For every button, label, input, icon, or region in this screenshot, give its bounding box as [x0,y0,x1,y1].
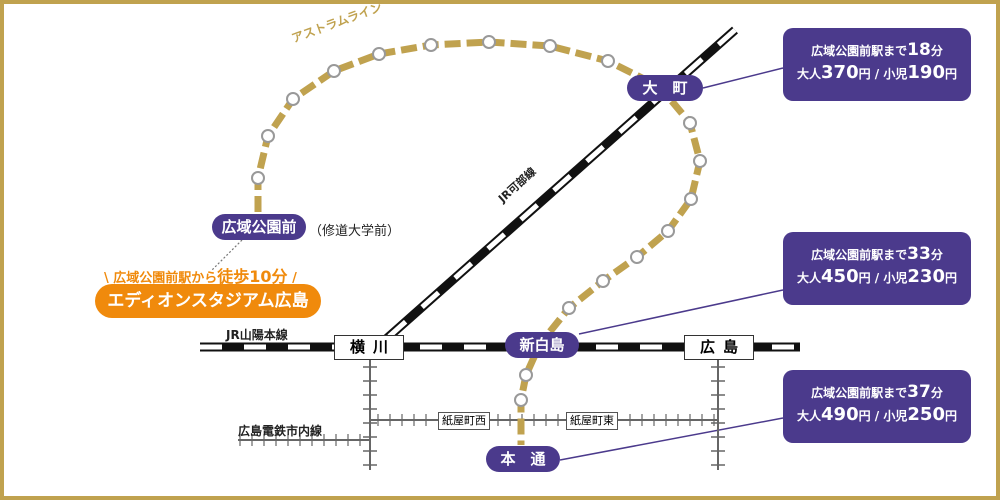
child-label: 小児 [883,409,908,423]
astram-station-dot [372,47,386,61]
astram-station-dot [261,129,275,143]
adult-label: 大人 [797,409,822,423]
astram-station-dot [327,64,341,78]
jr-kabe-line-dash [383,28,737,342]
sep: / [870,271,884,285]
fare-callout: 広域公園前駅まで37分 大人490円 / 小児250円 [783,370,971,443]
yen: 円 [944,67,957,81]
astram-line [254,38,704,445]
astram-station-dot [596,274,610,288]
dest: 広域公園前駅まで [811,248,908,262]
astram-station-dot [684,192,698,206]
child-label: 小児 [883,271,908,285]
adult-label: 大人 [797,67,822,81]
connector-line [702,67,784,89]
station-yokogawa[interactable]: 横川 [334,335,404,360]
astram-station-dot [543,39,557,53]
child-fare: 230 [907,266,945,287]
tram-line-label: 広島電鉄市内線 [238,424,323,438]
astram-station-dot [683,116,697,130]
astram-station-dot [630,250,644,264]
astram-station-dot [482,35,496,49]
adult-label: 大人 [797,271,822,285]
station-kamiyacho-higashi[interactable]: 紙屋町東 [566,412,618,430]
astram-station-dot [661,224,675,238]
connector-line [578,289,784,335]
child-fare: 190 [907,62,945,83]
minutes: 33 [907,244,931,264]
sep: / [870,67,884,81]
unit: 分 [930,248,943,262]
yen: 円 [858,67,871,81]
minutes: 37 [907,382,931,402]
station-kamiyacho-nishi[interactable]: 紙屋町西 [438,412,490,430]
astram-station-dot [519,368,533,382]
fare-callout: 広域公園前駅まで33分 大人450円 / 小児230円 [783,232,971,305]
yen: 円 [858,409,871,423]
astram-station-dot [693,154,707,168]
astram-station-dot [562,301,576,315]
astram-station-dot [601,54,615,68]
station-omachi[interactable]: 大 町 [627,75,703,101]
astram-station-dot [251,171,265,185]
yen: 円 [944,409,957,423]
time-line: 広域公園前駅まで33分 [783,244,971,264]
station-koiki-koen-mae[interactable]: 広域公園前 [212,214,306,240]
adult-fare: 490 [821,404,859,425]
time-line: 広域公園前駅まで18分 [783,40,971,60]
minutes: 18 [907,40,931,60]
station-hondori[interactable]: 本 通 [486,446,560,472]
station-koiki-sub: （修道大学前） [309,224,401,239]
yen: 円 [858,271,871,285]
station-shinhakushima[interactable]: 新白島 [505,332,579,358]
unit: 分 [930,44,943,58]
adult-fare: 370 [821,62,859,83]
adult-fare: 450 [821,266,859,287]
station-hiroshima[interactable]: 広島 [684,335,754,360]
astram-station-dot [286,92,300,106]
child-fare: 250 [907,404,945,425]
walk-path [211,239,243,271]
astram-station-dot [424,38,438,52]
astram-station-dot [514,393,528,407]
jr-sanyo-line-label: JR山陽本線 [226,328,288,342]
time-line: 広域公園前駅まで37分 [783,382,971,402]
fare-line: 大人370円 / 小児190円 [783,62,971,83]
unit: 分 [930,386,943,400]
fare-callout: 広域公園前駅まで18分 大人370円 / 小児190円 [783,28,971,101]
walk-note: \ 広域公園前駅から徒歩10分 / [104,267,297,286]
fare-line: 大人450円 / 小児230円 [783,266,971,287]
dest: 広域公園前駅まで [811,44,908,58]
sep: / [870,409,884,423]
yen: 円 [944,271,957,285]
venue-badge[interactable]: エディオンスタジアム広島 [95,284,321,318]
dest: 広域公園前駅まで [811,386,908,400]
child-label: 小児 [883,67,908,81]
connector-line [559,417,784,461]
fare-line: 大人490円 / 小児250円 [783,404,971,425]
